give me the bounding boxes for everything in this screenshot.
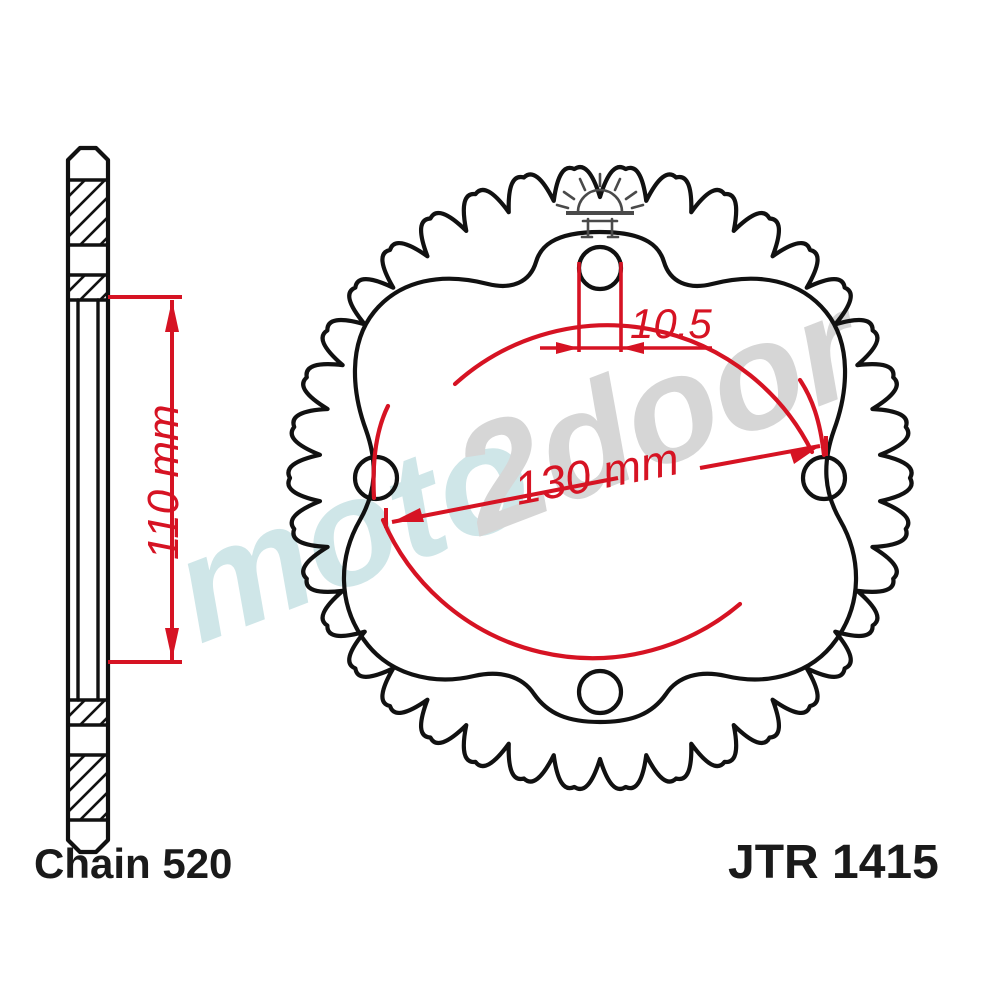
dim-130-measure-line-left bbox=[391, 476, 619, 524]
sprocket-tooth-profile bbox=[286, 165, 914, 791]
dim-130-arc-lower bbox=[380, 517, 743, 661]
dim-105-arrow-left bbox=[556, 342, 579, 354]
dim-130-tick-left bbox=[371, 403, 391, 501]
sprocket-teeth-ring bbox=[286, 165, 914, 791]
bolt-hole-top bbox=[576, 244, 624, 292]
dim-110-label: 110 mm bbox=[139, 404, 188, 560]
side-view-hatch-lower-small bbox=[68, 700, 108, 725]
dim-105-label: 10.5 bbox=[630, 300, 712, 347]
chain-label: Chain 520 bbox=[34, 840, 232, 887]
side-view-hatch-upper-small bbox=[68, 275, 108, 300]
side-view-body-outline bbox=[65, 145, 111, 855]
dim-130-arrow-left bbox=[392, 508, 424, 522]
dim-130-arrow-right bbox=[790, 446, 820, 464]
sprocket-tooth-count-symbol bbox=[555, 172, 645, 239]
dim-110-arrow-top bbox=[165, 300, 179, 332]
part-number-label: JTR 1415 bbox=[728, 836, 939, 889]
dimension-outer-diameter-110mm: 110 mm bbox=[108, 295, 188, 664]
dim-130-tick-right bbox=[797, 377, 827, 458]
dim-130-measure-line-right bbox=[699, 444, 821, 470]
side-view-hatch-upper-large bbox=[68, 180, 108, 245]
dimension-bolt-hole-10-5: 10.5 bbox=[540, 262, 712, 354]
bolt-hole-right bbox=[800, 454, 848, 502]
hub-cutout-outline bbox=[341, 229, 859, 725]
dim-105-arrow-right bbox=[621, 342, 644, 354]
sprocket-side-section-view bbox=[65, 145, 111, 855]
side-view-hatch-lower-large bbox=[68, 755, 108, 820]
bolt-hole-bottom bbox=[576, 668, 624, 716]
dim-130-arc-upper bbox=[452, 323, 815, 455]
dim-110-arrow-bottom bbox=[165, 628, 179, 660]
